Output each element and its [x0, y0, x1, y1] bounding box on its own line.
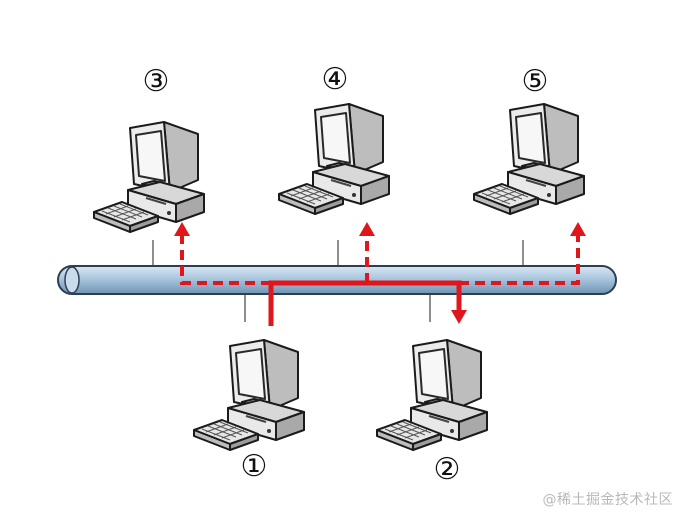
signal-paths	[174, 222, 586, 326]
pc4-label: ④	[321, 62, 349, 97]
pc5-label: ⑤	[521, 64, 549, 99]
signal-arrow-to-pc5	[570, 222, 586, 236]
bus-cable	[57, 265, 617, 295]
computer-icon	[473, 103, 585, 215]
pc2-label: ②	[433, 452, 461, 487]
pc3-label: ③	[142, 64, 170, 99]
computer-icon	[93, 121, 205, 233]
computer-icon	[376, 339, 488, 451]
signal-broadcast-dashed	[180, 234, 271, 285]
watermark: @稀土掘金技术社区	[542, 492, 673, 508]
signal-arrow-to-pc4	[359, 222, 375, 236]
computer-icon	[193, 339, 305, 451]
drop-lines	[152, 240, 524, 322]
signal-arrow-to-pc2	[451, 310, 467, 324]
pc1-label: ①	[240, 449, 268, 484]
signal-arrow-to-pc3	[174, 222, 190, 236]
computer-icon	[278, 103, 390, 215]
